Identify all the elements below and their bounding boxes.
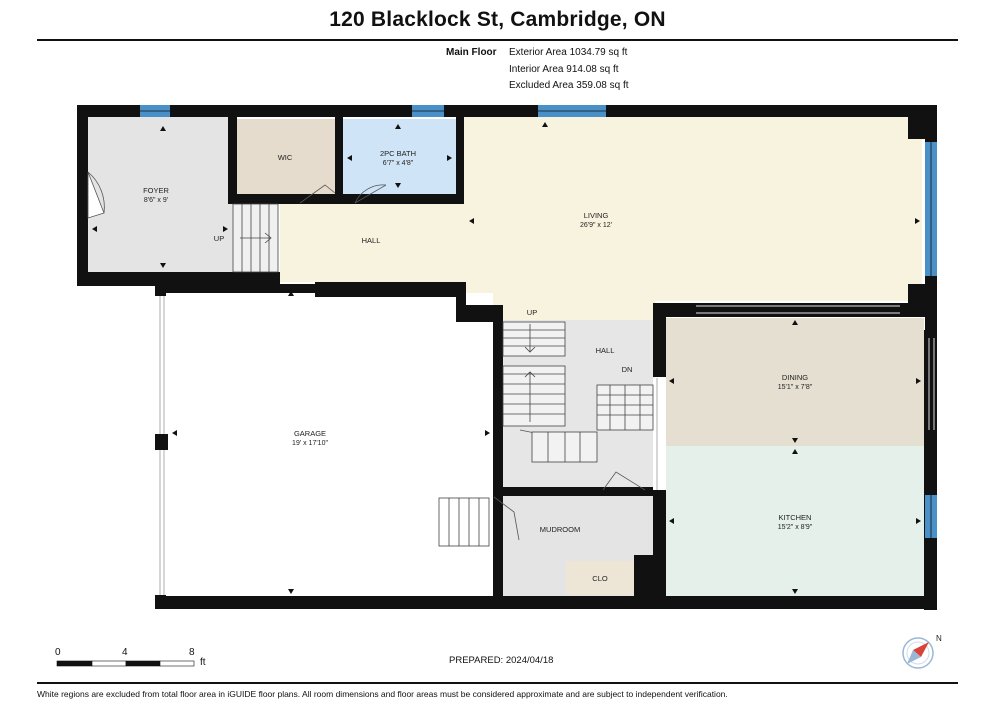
garage-dims: 19' x 17'10" [292, 440, 328, 447]
living-hall-fill [280, 117, 922, 430]
scale-unit: ft [200, 657, 206, 668]
hall-center-name: HALL [596, 346, 615, 355]
excluded-area: Excluded Area 359.08 sq ft [509, 80, 629, 91]
hall-upper-name: HALL [362, 236, 381, 245]
living-dims: 26'9" x 12' [580, 222, 612, 229]
prepared-date: PREPARED: 2024/04/18 [449, 655, 554, 666]
bath-dims: 6'7" x 4'8" [383, 160, 414, 167]
scale-bar [56, 660, 195, 667]
header-divider [37, 39, 958, 41]
disclaimer: White regions are excluded from total fl… [37, 689, 728, 699]
garage-fill [168, 293, 493, 596]
foyer-dims: 8'6" x 9' [144, 197, 168, 204]
scale-label-8: 8 [189, 647, 195, 658]
floor-label: Main Floor [446, 47, 497, 58]
closet-fill [566, 561, 634, 595]
scale-label-0: 0 [55, 647, 61, 658]
compass-north-label: N [936, 634, 942, 643]
foyer-name: FOYER [143, 186, 169, 195]
compass-icon [902, 637, 934, 669]
stairs-up-center: UP [527, 308, 537, 317]
foyer-fill [88, 117, 233, 272]
stairs [232, 203, 654, 547]
bath-name: 2PC BATH [380, 149, 416, 158]
garage-name: GARAGE [294, 429, 326, 438]
wic-fill [237, 119, 335, 197]
closet-name: CLO [592, 574, 608, 583]
garage-door [159, 296, 935, 595]
dimension-arrow-icon [92, 122, 921, 594]
dining-dims: 15'1" x 7'8" [778, 384, 813, 391]
living-name: LIVING [584, 211, 609, 220]
kitchen-dims: 15'2" x 8'9" [778, 524, 813, 531]
kitchen-fill [666, 446, 924, 596]
scale-label-4: 4 [122, 647, 128, 658]
dining-fill [666, 318, 924, 446]
stairs-down-center: DN [622, 365, 633, 374]
exterior-area: Exterior Area 1034.79 sq ft [509, 47, 628, 58]
wic-name: WIC [278, 153, 293, 162]
dining-name: DINING [782, 373, 808, 382]
footer-divider [37, 682, 958, 684]
page-title: 120 Blacklock St, Cambridge, ON [329, 8, 666, 31]
mudroom-name: MUDROOM [540, 525, 580, 534]
stairs-up-foyer: UP [214, 234, 224, 243]
kitchen-name: KITCHEN [779, 513, 812, 522]
interior-area: Interior Area 914.08 sq ft [509, 64, 619, 75]
